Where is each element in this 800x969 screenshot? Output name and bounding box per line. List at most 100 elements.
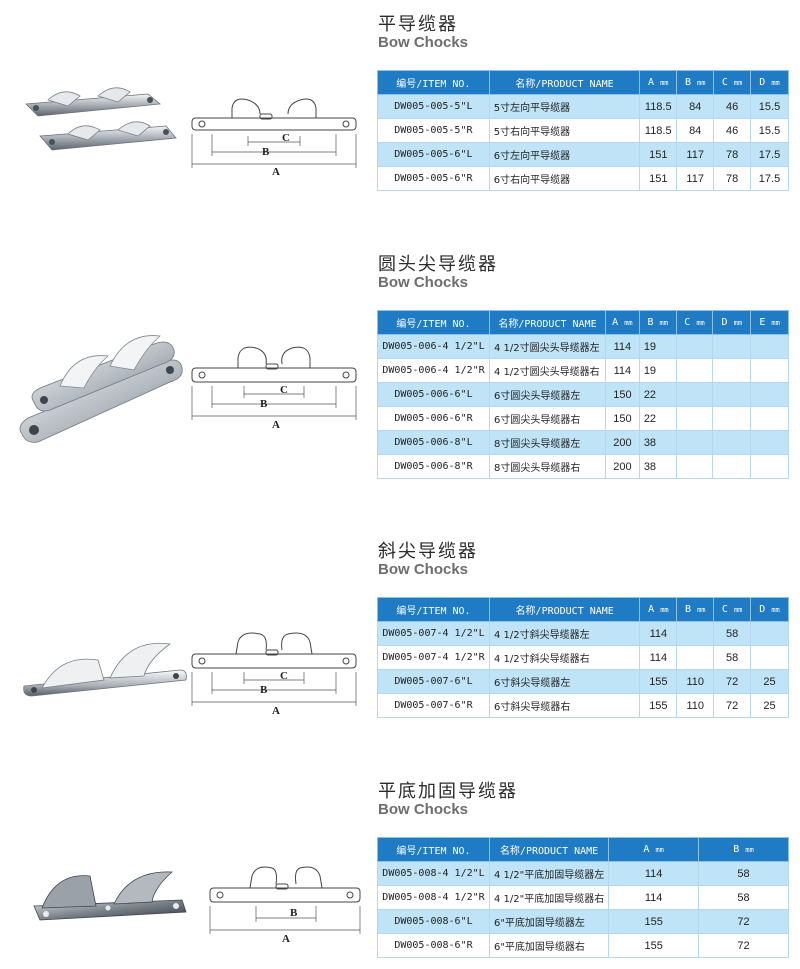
cell-b: 22 bbox=[638, 382, 677, 407]
spec-table-2: 编号/ITEM NO. 名称/PRODUCT NAME A mm B mm C … bbox=[377, 310, 789, 479]
cell-product-name: 6寸圆尖头导缆器左 bbox=[488, 382, 606, 407]
col-item-no: 编号/ITEM NO. bbox=[377, 70, 490, 95]
cell-a: 114 bbox=[639, 621, 678, 646]
cell-a: 118.5 bbox=[639, 118, 678, 143]
cell-a: 118.5 bbox=[639, 94, 678, 119]
col-a: A mm bbox=[639, 597, 678, 622]
section-4-title-en: Bow Chocks bbox=[378, 801, 469, 818]
section-3-title-cn: 斜尖导缆器 bbox=[378, 541, 478, 562]
table-row: DW005-008-4 1/2"L 4 1/2"平底加固导缆器左 114 58 bbox=[377, 861, 789, 886]
cell-a: 155 bbox=[639, 693, 678, 718]
col-item-no: 编号/ITEM NO. bbox=[377, 597, 490, 622]
cell-b: 84 bbox=[676, 94, 715, 119]
col-a: A mm bbox=[639, 70, 678, 95]
cell-product-name: 6寸左向平导缆器 bbox=[488, 142, 641, 167]
cell-c: 78 bbox=[713, 142, 752, 167]
cell-c: 46 bbox=[713, 118, 752, 143]
col-b: B mm bbox=[698, 837, 789, 862]
table-row: DW005-008-6"R 6"平底加固导缆器右 155 72 bbox=[377, 933, 789, 958]
cell-item-no: DW005-007-6"L bbox=[377, 669, 490, 694]
cell-c bbox=[675, 430, 714, 455]
table-row: DW005-005-5"L 5寸左向平导缆器 118.5 84 46 15.5 bbox=[377, 94, 789, 119]
cell-d bbox=[750, 621, 789, 646]
cell-d bbox=[750, 645, 789, 670]
cell-b: 117 bbox=[676, 166, 715, 191]
section-2-title-cn: 圆头尖导缆器 bbox=[378, 254, 498, 275]
cell-a: 114 bbox=[608, 861, 700, 886]
cell-e bbox=[750, 406, 789, 431]
col-b: B mm bbox=[676, 597, 715, 622]
cell-e bbox=[750, 454, 789, 479]
cell-c bbox=[675, 406, 714, 431]
dim-label-a: A bbox=[272, 705, 280, 717]
col-e: E mm bbox=[750, 310, 789, 335]
cell-b: 38 bbox=[638, 430, 677, 455]
bow-chock-dimension-drawing-1: C B A bbox=[191, 98, 357, 178]
cell-b: 72 bbox=[698, 909, 789, 934]
cell-e bbox=[750, 382, 789, 407]
table-row: DW005-005-6"L 6寸左向平导缆器 151 117 78 17.5 bbox=[377, 142, 789, 167]
cell-item-no: DW005-005-5"R bbox=[377, 118, 490, 143]
cell-a: 151 bbox=[639, 142, 678, 167]
dim-label-b: B bbox=[260, 684, 268, 696]
cell-a: 155 bbox=[639, 669, 678, 694]
cell-b: 110 bbox=[676, 693, 715, 718]
cell-b bbox=[676, 621, 715, 646]
table-header-row: 编号/ITEM NO. 名称/PRODUCT NAME A mm B mm C … bbox=[377, 597, 789, 622]
cell-product-name: 6寸圆尖头导缆器右 bbox=[488, 406, 606, 431]
cell-a: 200 bbox=[604, 430, 640, 455]
cell-d bbox=[712, 430, 752, 455]
cell-d bbox=[712, 334, 752, 359]
cell-b: 84 bbox=[676, 118, 715, 143]
cell-item-no: DW005-007-4 1/2"R bbox=[377, 645, 490, 670]
cell-a: 114 bbox=[604, 334, 640, 359]
dim-label-c: C bbox=[280, 384, 288, 396]
cell-item-no: DW005-006-6"R bbox=[377, 406, 490, 431]
cell-product-name: 6"平底加固导缆器右 bbox=[488, 933, 610, 958]
cell-item-no: DW005-006-8"L bbox=[377, 430, 490, 455]
cell-b: 38 bbox=[638, 454, 677, 479]
dim-label-a: A bbox=[282, 933, 290, 945]
table-row: DW005-007-6"R 6寸斜尖导缆器右 155 110 72 25 bbox=[377, 693, 789, 718]
cell-item-no: DW005-005-5"L bbox=[377, 94, 490, 119]
table-header-row: 编号/ITEM NO. 名称/PRODUCT NAME A mm B mm C … bbox=[377, 70, 789, 95]
cell-d: 15.5 bbox=[750, 118, 789, 143]
cell-item-no: DW005-007-6"R bbox=[377, 693, 490, 718]
section-4-title-cn: 平底加固导缆器 bbox=[378, 781, 518, 802]
cell-d: 15.5 bbox=[750, 94, 789, 119]
dim-label-b: B bbox=[262, 146, 270, 158]
cell-e bbox=[750, 334, 789, 359]
cell-b: 58 bbox=[698, 885, 789, 910]
bow-chock-round-head-photo bbox=[19, 335, 183, 443]
cell-item-no: DW005-006-4 1/2"L bbox=[377, 334, 490, 359]
cell-product-name: 4 1/2寸圆尖头导缆器左 bbox=[488, 334, 606, 359]
col-product-name: 名称/PRODUCT NAME bbox=[488, 597, 641, 622]
dim-label-a: A bbox=[272, 166, 280, 178]
section-1-title-en: Bow Chocks bbox=[378, 34, 469, 51]
cell-item-no: DW005-006-4 1/2"R bbox=[377, 358, 490, 383]
cell-c bbox=[675, 454, 714, 479]
cell-product-name: 5寸左向平导缆器 bbox=[488, 94, 641, 119]
cell-product-name: 4 1/2寸斜尖导缆器右 bbox=[488, 645, 641, 670]
bow-chock-dimension-drawing-2: C B A bbox=[191, 346, 357, 431]
cell-item-no: DW005-005-6"R bbox=[377, 166, 490, 191]
table-row: DW005-006-4 1/2"L 4 1/2寸圆尖头导缆器左 114 19 bbox=[377, 334, 789, 359]
cell-item-no: DW005-006-8"R bbox=[377, 454, 490, 479]
cell-b: 72 bbox=[698, 933, 789, 958]
cell-item-no: DW005-008-6"R bbox=[377, 933, 490, 958]
cell-d: 17.5 bbox=[750, 142, 789, 167]
dim-label-a: A bbox=[272, 419, 280, 431]
cell-d: 17.5 bbox=[750, 166, 789, 191]
table-row: DW005-006-6"R 6寸圆尖头导缆器右 150 22 bbox=[377, 406, 789, 431]
cell-b: 22 bbox=[638, 406, 677, 431]
col-c: C mm bbox=[675, 310, 714, 335]
cell-product-name: 4 1/2寸斜尖导缆器左 bbox=[488, 621, 641, 646]
cell-product-name: 8寸圆尖头导缆器左 bbox=[488, 430, 606, 455]
dim-label-c: C bbox=[282, 132, 290, 144]
cell-b: 110 bbox=[676, 669, 715, 694]
cell-item-no: DW005-008-6"L bbox=[377, 909, 490, 934]
cell-c: 46 bbox=[713, 94, 752, 119]
col-c: C mm bbox=[713, 70, 752, 95]
dim-label-b: B bbox=[290, 907, 298, 919]
cell-c bbox=[675, 358, 714, 383]
